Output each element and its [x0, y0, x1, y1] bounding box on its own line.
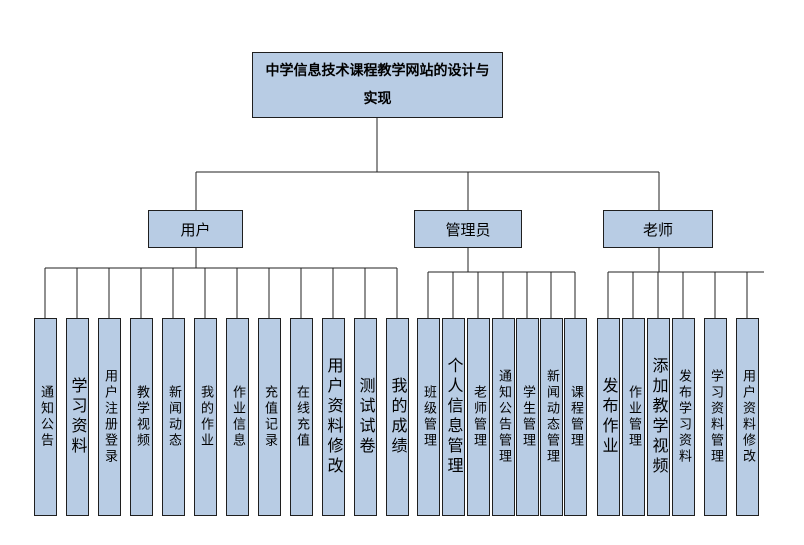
leaf-my-grades: 我的成绩 [386, 318, 409, 516]
group-user: 用户 [148, 210, 243, 248]
leaf-news-manage: 新闻动态管理 [540, 318, 563, 516]
leaf-teacher-manage: 老师管理 [467, 318, 490, 516]
leaf-publish-study-material: 发布学习资料 [672, 318, 695, 516]
leaf-publish-homework: 发布作业 [597, 318, 620, 516]
leaf-notice-manage: 通知公告管理 [492, 318, 515, 516]
leaf-course-manage: 课程管理 [564, 318, 587, 516]
leaf-my-homework: 我的作业 [194, 318, 217, 516]
leaf-news: 新闻动态 [162, 318, 185, 516]
leaf-online-recharge: 在线充值 [290, 318, 313, 516]
leaf-homework-info: 作业信息 [226, 318, 249, 516]
diagram-title: 中学信息技术课程教学网站的设计与实现 [252, 52, 503, 118]
leaf-study-material: 学习资料 [66, 318, 89, 516]
leaf-student-manage: 学生管理 [516, 318, 539, 516]
leaf-test-paper: 测试试卷 [354, 318, 377, 516]
leaf-personal-info-manage: 个人信息管理 [442, 318, 465, 516]
leaf-notice: 通知公告 [34, 318, 57, 516]
leaf-homework-manage: 作业管理 [622, 318, 645, 516]
leaf-study-material-manage: 学习资料管理 [704, 318, 727, 516]
group-teacher: 老师 [603, 210, 713, 248]
leaf-register-login: 用户注册登录 [98, 318, 121, 516]
group-admin: 管理员 [414, 210, 522, 248]
leaf-profile-edit: 用户资料修改 [322, 318, 345, 516]
leaf-add-teaching-video: 添加教学视频 [647, 318, 670, 516]
leaf-class-manage: 班级管理 [417, 318, 440, 516]
leaf-recharge-record: 充值记录 [258, 318, 281, 516]
leaf-teacher-profile-edit: 用户资料修改 [736, 318, 759, 516]
leaf-teaching-video: 教学视频 [130, 318, 153, 516]
